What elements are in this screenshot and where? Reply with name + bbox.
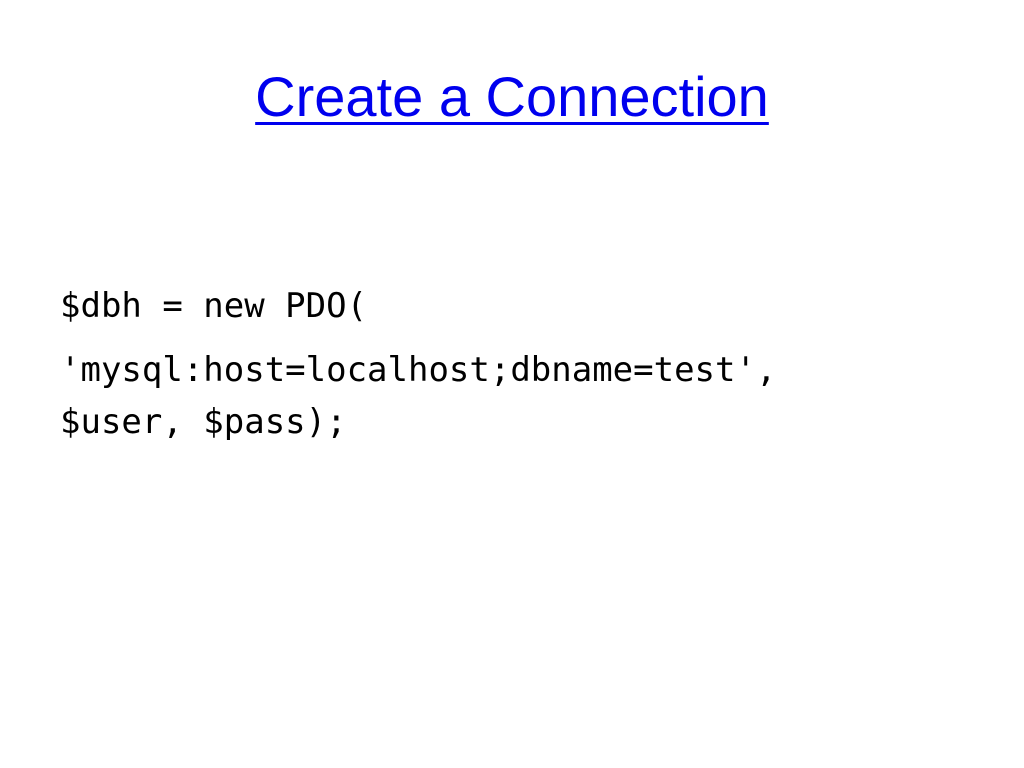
code-line: $user, $pass); — [60, 402, 347, 442]
code-block: $dbh = new PDO( 'mysql:host=localhost;db… — [60, 282, 980, 448]
slide-title: Create a Connection — [0, 62, 1024, 132]
title-link[interactable]: Create a Connection — [255, 65, 769, 128]
code-line: 'mysql:host=localhost;dbname=test', — [60, 350, 777, 390]
code-line: $dbh = new PDO( — [60, 286, 368, 326]
